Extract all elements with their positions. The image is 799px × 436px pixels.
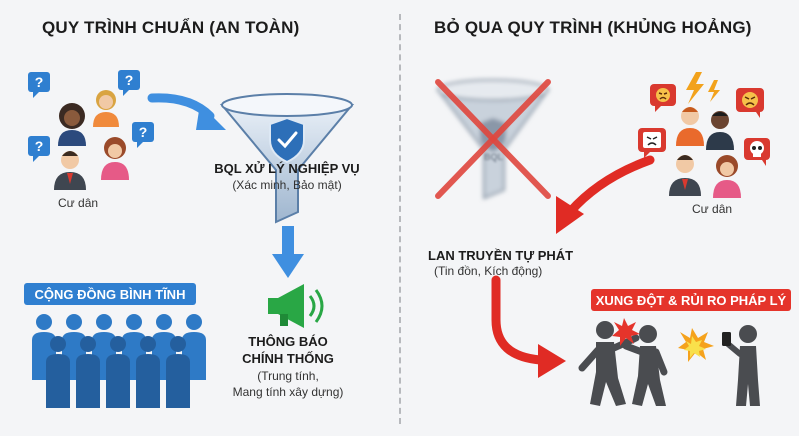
left-residents-label: Cư dân	[58, 196, 99, 210]
fighting-figures	[578, 321, 668, 406]
flow-arrow-head	[196, 104, 226, 130]
shield-check-icon	[269, 116, 305, 164]
svg-text:?: ?	[125, 72, 134, 88]
resident-man-dark	[706, 111, 734, 150]
notice-sub-line2: Mang tính xây dựng)	[232, 385, 344, 399]
skull-icon	[744, 138, 770, 166]
left-section-title: QUY TRÌNH CHUẨN (AN TOÀN)	[42, 18, 300, 37]
question-bubble-icon: ?	[132, 122, 154, 148]
svg-text:?: ?	[35, 74, 44, 90]
calm-crowd-front	[46, 336, 190, 408]
conflict-arrow-head	[538, 344, 566, 378]
spread-subtitle: (Tin đồn, Kích động)	[434, 264, 543, 278]
resident-woman-curly	[58, 103, 86, 146]
bql-funnel	[219, 93, 355, 224]
question-bubble-icon: ?	[118, 70, 140, 96]
rumor-arrow-head	[556, 196, 584, 234]
phone-icon	[722, 332, 743, 357]
resident-woman-red	[101, 137, 129, 180]
resident-man-suit	[669, 155, 701, 196]
right-section-title: BỎ QUA QUY TRÌNH (KHỦNG HOẢNG)	[434, 18, 752, 37]
spread-title: LAN TRUYỀN TỰ PHÁT	[428, 248, 574, 263]
resident-woman-red	[713, 155, 741, 198]
conflict-arrow	[491, 275, 545, 365]
angry-face-icon	[638, 128, 666, 158]
megaphone-icon	[268, 284, 324, 328]
funnel-title: BQL XỬ LÝ NGHIỆP VỤ	[214, 161, 360, 176]
funnel-subtitle: (Xác minh, Bảo mật)	[232, 178, 342, 192]
notice-title-line2: CHÍNH THỐNG	[242, 351, 334, 366]
angry-face-icon	[650, 84, 676, 112]
question-bubble-icon: ?	[28, 72, 50, 98]
center-divider	[399, 14, 401, 424]
notice-title-line1: THÔNG BÁO	[248, 334, 328, 349]
lightning-icon	[686, 72, 720, 104]
explosion-icon	[612, 318, 714, 362]
resident-man-orange	[676, 107, 704, 146]
cross-out-icon	[435, 79, 551, 199]
resident-woman-blonde	[93, 90, 119, 127]
conflict-risk-banner: XUNG ĐỘT & RỦI RO PHÁP LÝ	[591, 289, 791, 311]
rumor-arrow	[565, 155, 655, 217]
question-bubble-icon: ?	[28, 136, 50, 162]
notice-sub-line1: (Trung tính,	[257, 369, 319, 383]
resident-man-suit	[54, 151, 86, 190]
down-arrow	[272, 226, 304, 278]
bystander-figure	[736, 325, 760, 406]
blurred-funnel-label: BQL	[484, 152, 503, 162]
svg-text:?: ?	[139, 124, 148, 140]
calm-community-banner: CỘNG ĐỒNG BÌNH TĨNH	[24, 283, 196, 305]
angry-face-icon	[736, 88, 764, 118]
svg-text:?: ?	[35, 138, 44, 154]
right-residents-label: Cư dân	[692, 202, 733, 216]
